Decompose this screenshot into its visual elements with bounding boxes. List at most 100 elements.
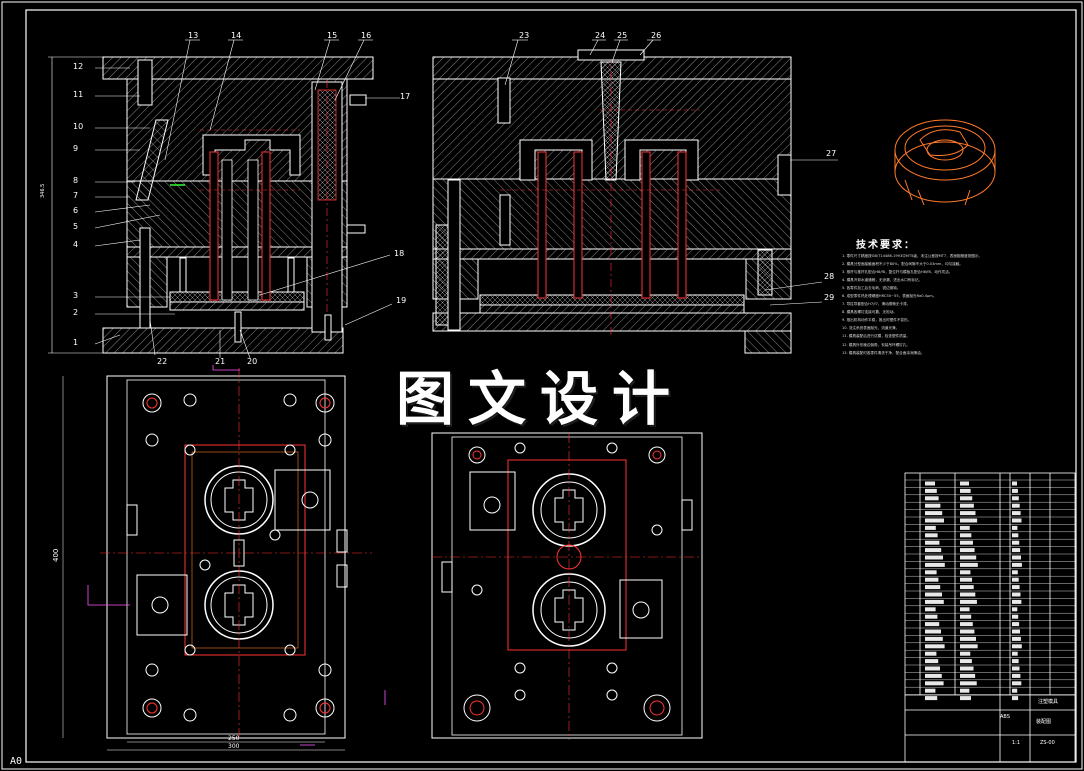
bom-cell-text: [1012, 607, 1018, 612]
bom-cell-text: [1012, 696, 1019, 701]
bom-cell-text: [1012, 518, 1022, 523]
tech-req-item: 11. 模具装配后进行试模，检查塑件质量。: [842, 334, 910, 339]
bom-cell-text: [925, 533, 938, 538]
dim-plan-height: 400: [52, 548, 60, 562]
bom-cell-text: [960, 607, 970, 612]
tb-scale: 1:1: [1012, 740, 1021, 746]
section-view-left: [48, 39, 400, 359]
bom-cell-text: [960, 651, 971, 656]
part-number-label: 10: [73, 122, 84, 131]
part-number-label: 3: [73, 291, 79, 300]
dim-plan-width-outer: 300: [228, 743, 240, 750]
bom-cell-text: [960, 585, 974, 590]
bom-cell-text: [925, 488, 937, 493]
bom-cell-text: [925, 673, 942, 678]
bom-cell-text: [960, 481, 969, 486]
bom-cell-text: [960, 511, 976, 516]
part-number-label: 17: [400, 92, 411, 101]
watermark-text: 图文设计: [396, 365, 685, 433]
tech-req-item: 1. 零件尺寸精度按GB/T14486-1993中MT5级，未注公差按MT7，表…: [842, 254, 983, 258]
bom-cell-text: [925, 696, 938, 701]
tb-drawing-name: 注塑模具: [1038, 699, 1059, 705]
tech-req-item: 4. 模具冷却水道通畅，无渗漏，进出水口有标记。: [842, 278, 923, 283]
part-number-label: 9: [73, 144, 79, 153]
bom-cell-text: [1012, 496, 1019, 501]
bom-cell-text: [960, 525, 970, 530]
bom-cell-text: [960, 562, 978, 567]
bom-cell-text: [1012, 511, 1021, 516]
section-view-right: [432, 39, 838, 354]
bom-cell-text: [925, 651, 937, 656]
bom-cell-text: [960, 570, 971, 575]
bom-cell-text: [960, 673, 976, 678]
part-number-label: 19: [396, 296, 407, 305]
bom-cell-text: [1012, 488, 1018, 493]
bom-cell-text: [925, 592, 942, 597]
bom-cell-text: [1012, 570, 1018, 575]
part-number-label: 23: [519, 31, 530, 40]
part-number-label: 24: [595, 31, 606, 40]
bom-cell-text: [1012, 636, 1021, 641]
tech-req-item: 10. 浇注系统表面抛光，流道光滑。: [842, 326, 900, 331]
tech-req-item: 6. 成型零件热处理硬度HRC50~55，表面抛光Ra0.4μm。: [842, 294, 937, 299]
tech-req-item: 5. 各零件加工后去毛刺，锐边倒钝。: [842, 286, 901, 291]
bom-cell-text: [1012, 481, 1017, 486]
bom-cell-text: [960, 636, 977, 641]
tb-drawing-no: ZS-00: [1040, 740, 1055, 746]
bom-cell-text: [960, 592, 976, 597]
dim-height-left: 346.5: [40, 183, 46, 198]
bom-cell-text: [925, 629, 941, 634]
part-isometric-view: [894, 119, 996, 206]
bom-cell-text: [960, 518, 978, 523]
part-number-label: 7: [73, 191, 79, 200]
bom-cell-text: [925, 518, 944, 523]
bom-cell-text: [1012, 540, 1020, 545]
bom-cell-text: [925, 570, 937, 575]
bom-cell-text: [960, 688, 970, 693]
bom-cell-text: [1012, 622, 1020, 627]
bom-cell-text: [925, 525, 936, 530]
tech-req-title: 技术要求：: [856, 240, 916, 251]
bom-cell-text: [1012, 555, 1021, 560]
bom-cell-text: [1012, 548, 1021, 553]
part-number-label: 1: [73, 338, 79, 347]
part-number-label: 28: [824, 272, 835, 281]
tech-req-list: 1. 零件尺寸精度按GB/T14486-1993中MT5级，未注公差按MT7，表…: [842, 252, 1072, 357]
bom-cell-text: [960, 681, 977, 686]
part-number-label: 14: [231, 31, 242, 40]
part-number-label: 5: [73, 222, 79, 231]
bom-cell-text: [925, 636, 943, 641]
part-number-label: 13: [188, 31, 199, 40]
bom-cell-text: [925, 599, 944, 604]
bom-cell-text: [925, 607, 936, 612]
bom-cell-text: [925, 622, 940, 627]
tech-req-item: 12. 模具外形棱边倒角，安装吊环螺钉孔。: [842, 342, 910, 347]
bom-cell-text: [925, 540, 940, 545]
part-number-label: 27: [826, 149, 837, 158]
bom-cell-text: [925, 666, 940, 671]
tb-assembly: 装配图: [1036, 719, 1052, 725]
part-number-label: 8: [73, 176, 79, 185]
inner-border: [25, 9, 1077, 763]
bom-cell-text: [1012, 629, 1020, 634]
plan-view-fixed-half: [431, 432, 703, 740]
bom-cell-text: [925, 688, 936, 693]
bom-cell-text: [960, 577, 973, 582]
bom-cell-text: [1012, 673, 1021, 678]
bom-cell-text: [1012, 651, 1018, 656]
bom-cell-text: [960, 503, 974, 508]
part-number-label: 25: [617, 31, 628, 40]
part-number-label: 20: [247, 357, 258, 366]
part-number-label: 2: [73, 308, 79, 317]
bom-cell-text: [925, 562, 945, 567]
bom-cell-text: [1012, 525, 1018, 530]
part-number-label: 18: [394, 249, 405, 258]
part-number-label: 15: [327, 31, 338, 40]
bom-cell-text: [960, 622, 973, 627]
bom-cell-text: [1012, 644, 1022, 649]
dim-plan-width-inner: 250: [228, 735, 240, 742]
bom-cell-text: [1012, 503, 1020, 508]
bom-cell-text: [1012, 659, 1019, 664]
part-number-label: 22: [157, 357, 168, 366]
part-number-label: 11: [73, 90, 84, 99]
